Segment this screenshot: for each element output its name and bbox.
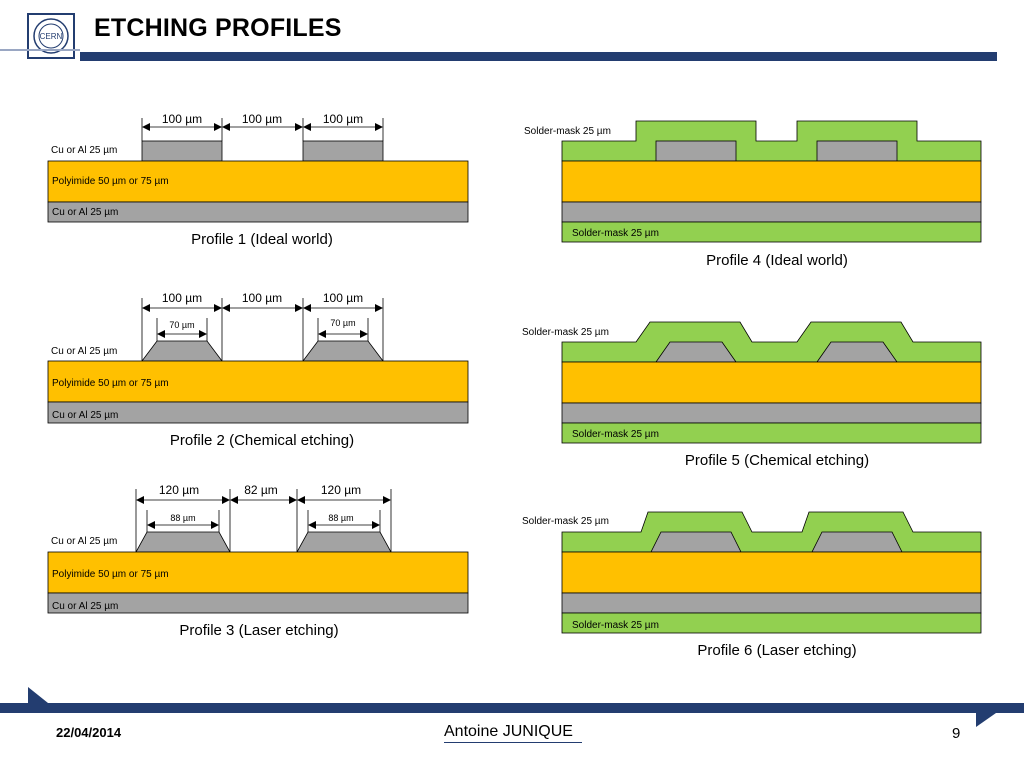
p3-polyimide <box>47 551 469 594</box>
p6-top-soldermask <box>561 511 982 553</box>
p5-top-soldermask <box>561 321 982 363</box>
p6-trace-left <box>650 531 742 553</box>
p5-bottom-soldermask <box>561 422 982 444</box>
p2-top-cu-label: Cu or Al 25 µm <box>51 346 117 357</box>
p1-caption: Profile 1 (Ideal world) <box>191 231 333 248</box>
title-bar <box>80 52 997 61</box>
p3-dimension-arrows <box>136 496 391 529</box>
p4-caption: Profile 4 (Ideal world) <box>706 252 848 269</box>
p2-trace-left <box>141 340 223 362</box>
header-rule <box>0 49 80 51</box>
p4-bottom-mask-label: Solder-mask 25 µm <box>572 228 659 239</box>
p1-bottom-cu <box>47 201 469 223</box>
p2-polyimide-label: Polyimide 50 µm or 75 µm <box>52 378 169 389</box>
p5-trace-right <box>816 341 898 363</box>
p3-bottom-cu <box>47 592 469 614</box>
p3-bottom-cu-label: Cu or Al 25 µm <box>52 601 118 612</box>
profile-6: Solder-mask 25 µm Solder-mask 25 µm Prof… <box>522 511 982 659</box>
p1-bottom-cu-label: Cu or Al 25 µm <box>52 207 118 218</box>
p3-dim-2: 82 µm <box>244 483 278 497</box>
profile-1: 100 µm 100 µm 100 µm Cu or Al 25 µm Poly… <box>47 112 469 248</box>
p4-trace-right <box>816 140 898 162</box>
footer-date: 22/04/2014 <box>56 725 122 740</box>
p1-polyimide-label: Polyimide 50 µm or 75 µm <box>52 176 169 187</box>
p3-top-width-2: 88 µm <box>328 513 353 523</box>
footer-bar <box>0 703 1024 713</box>
footer-triangle-left <box>28 687 48 703</box>
p3-top-width-1: 88 µm <box>170 513 195 523</box>
p2-dimension-arrows <box>142 304 383 338</box>
p1-dim-2: 100 µm <box>242 112 282 126</box>
page-number: 9 <box>952 725 961 742</box>
profile-5: Solder-mask 25 µm Solder-mask 25 µm Prof… <box>522 321 982 469</box>
p2-bottom-cu-label: Cu or Al 25 µm <box>52 410 118 421</box>
profile-3: 120 µm 82 µm 120 µm 88 µm 88 µm Cu or Al… <box>47 483 469 639</box>
p6-trace-right <box>811 531 903 553</box>
footer-author: Antoine JUNIQUE <box>444 723 573 740</box>
p6-caption: Profile 6 (Laser etching) <box>697 642 856 659</box>
p5-polyimide <box>561 361 982 404</box>
p6-bottom-mask-label: Solder-mask 25 µm <box>572 620 659 631</box>
p2-top-width-1: 70 µm <box>169 320 194 330</box>
p4-bottom-cu <box>561 201 982 223</box>
p2-top-width-2: 70 µm <box>330 318 355 328</box>
p1-top-cu-label: Cu or Al 25 µm <box>51 145 117 156</box>
p1-dim-1: 100 µm <box>162 112 202 126</box>
p4-bottom-soldermask <box>561 221 982 243</box>
p3-dim-1: 120 µm <box>159 483 199 497</box>
p1-dim-3: 100 µm <box>323 112 363 126</box>
p3-trace-right <box>296 531 392 553</box>
p3-caption: Profile 3 (Laser etching) <box>179 622 338 639</box>
p3-top-cu-label: Cu or Al 25 µm <box>51 536 117 547</box>
p5-bottom-cu <box>561 402 982 424</box>
p6-top-mask-label: Solder-mask 25 µm <box>522 516 609 527</box>
profile-4: Solder-mask 25 µm Solder-mask 25 µm Prof… <box>524 120 982 269</box>
page-title: ETCHING PROFILES <box>94 14 342 42</box>
footer-author-underline <box>444 742 582 743</box>
p5-trace-left <box>655 341 737 363</box>
p1-polyimide <box>47 160 469 203</box>
p5-caption: Profile 5 (Chemical etching) <box>685 452 869 469</box>
p4-top-soldermask <box>561 120 982 162</box>
logo-text: CERN <box>40 32 63 41</box>
p2-dim-2: 100 µm <box>242 291 282 305</box>
p4-top-mask-label: Solder-mask 25 µm <box>524 126 611 137</box>
p4-polyimide <box>561 160 982 203</box>
p4-trace-left <box>655 140 737 162</box>
p1-trace-right <box>302 140 384 162</box>
profile-2: 100 µm 100 µm 100 µm 70 µm 70 µm Cu or A… <box>47 291 469 449</box>
p6-polyimide <box>561 551 982 594</box>
p2-trace-right <box>302 340 384 362</box>
footer-triangle-right <box>976 713 996 727</box>
p1-trace-left <box>141 140 223 162</box>
p5-top-mask-label: Solder-mask 25 µm <box>522 327 609 338</box>
p5-bottom-mask-label: Solder-mask 25 µm <box>572 429 659 440</box>
p2-dim-1: 100 µm <box>162 291 202 305</box>
p3-trace-left <box>135 531 231 553</box>
p2-polyimide <box>47 360 469 403</box>
p2-dim-3: 100 µm <box>323 291 363 305</box>
p3-polyimide-label: Polyimide 50 µm or 75 µm <box>52 569 169 580</box>
p2-bottom-cu <box>47 401 469 424</box>
p3-dim-3: 120 µm <box>321 483 361 497</box>
p6-bottom-soldermask <box>561 612 982 634</box>
p2-caption: Profile 2 (Chemical etching) <box>170 432 354 449</box>
p6-bottom-cu <box>561 592 982 614</box>
